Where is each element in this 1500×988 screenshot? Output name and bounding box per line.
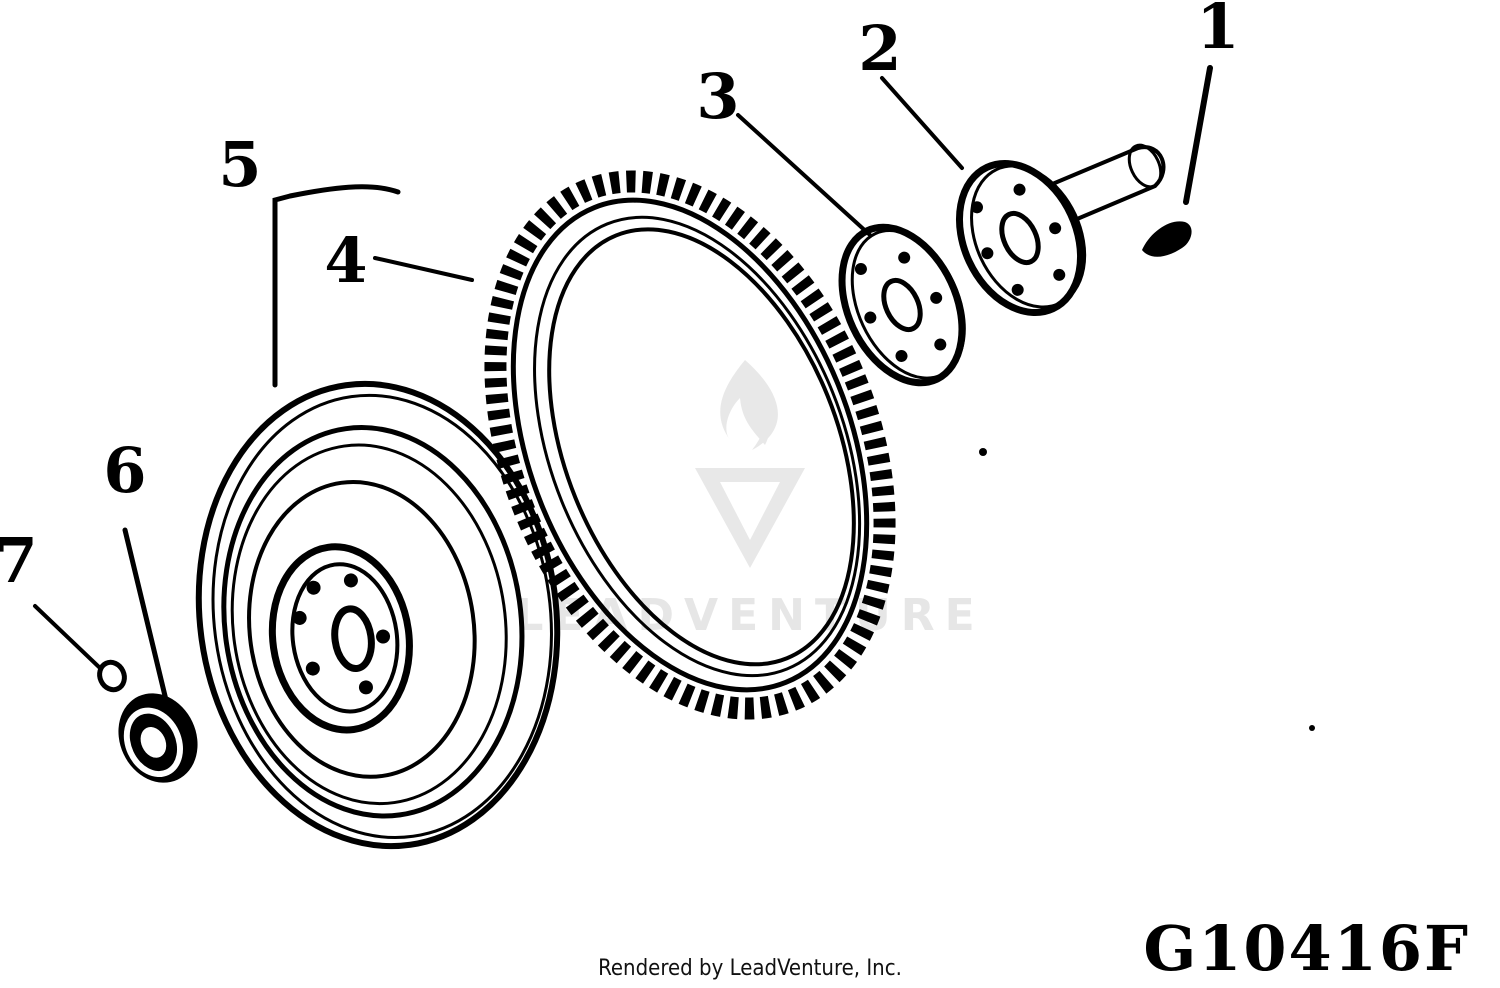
- leader-line-1: [1183, 65, 1213, 205]
- watermark-flame-icon: [720, 360, 778, 450]
- watermark-v-mark: [695, 468, 805, 568]
- callout-1: 1: [1196, 0, 1239, 63]
- part-6-bearing: [118, 693, 198, 783]
- leader-line-4: [373, 256, 474, 282]
- part-2-shaft-flange: [955, 143, 1166, 317]
- part-1-key: [1142, 221, 1192, 257]
- leader-line-6: [122, 527, 169, 703]
- callout-2: 2: [858, 12, 901, 85]
- leader-line-2: [880, 76, 964, 170]
- leader-line-3: [736, 113, 872, 237]
- callout-3: 3: [696, 60, 739, 133]
- callout-5: 5: [218, 128, 261, 201]
- figure-id: G10416F: [1143, 912, 1470, 985]
- callout-7: 7: [0, 524, 38, 597]
- part-4-ring-gear: [484, 170, 896, 720]
- speck: [1309, 725, 1315, 731]
- part-5-flywheel: [195, 380, 561, 850]
- leader-lines: [33, 65, 1213, 703]
- callout-numbers: 1 2 3 4 5 6 7: [0, 0, 1240, 597]
- credit-text: Rendered by LeadVenture, Inc.: [598, 956, 902, 981]
- speck: [979, 448, 987, 456]
- callout-4: 4: [324, 224, 367, 297]
- leader-line-7: [33, 604, 102, 670]
- part-7-ring: [97, 659, 127, 693]
- callout-6: 6: [103, 434, 146, 507]
- leader-line-5: [272, 184, 401, 388]
